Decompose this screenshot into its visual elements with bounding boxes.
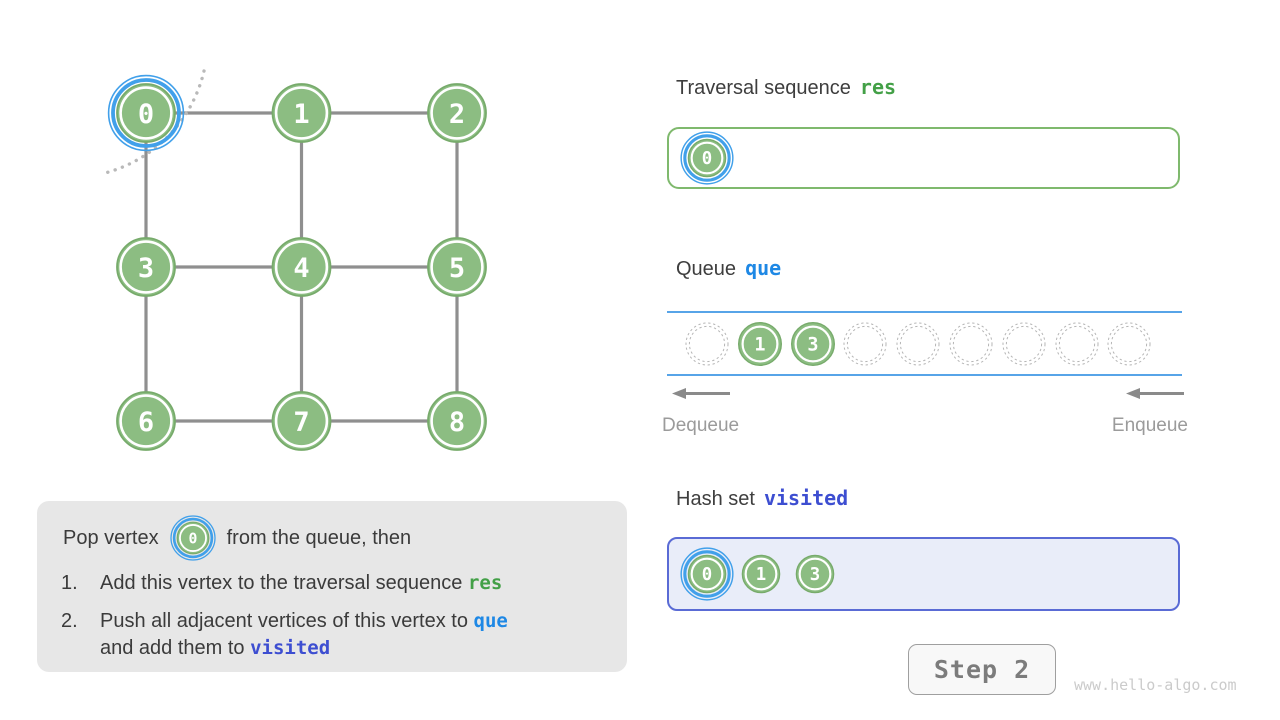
- visited-item-0: 0: [680, 547, 734, 601]
- visited-item-3: 3: [795, 554, 835, 594]
- visited-item-1: 1: [741, 554, 781, 594]
- graph-vertex-7: 7: [271, 391, 332, 451]
- intro-text-before: Pop vertex: [63, 526, 159, 549]
- svg-text:3: 3: [807, 334, 818, 355]
- graph-vertex-2: 2: [427, 83, 487, 143]
- visited-box: 0 1 3: [667, 537, 1180, 611]
- step-number: 2.: [61, 610, 78, 632]
- queue-slot-empty-6: [1002, 322, 1046, 365]
- code-token-res: res: [467, 572, 503, 594]
- svg-text:5: 5: [449, 253, 465, 284]
- explanation-step-1: 1. Add this vertex to the traversal seque…: [61, 570, 627, 597]
- svg-text:1: 1: [756, 565, 766, 585]
- queue-code-token: que: [745, 256, 782, 280]
- graph-vertex-1: 1: [271, 83, 332, 143]
- code-token-visited: visited: [250, 637, 331, 659]
- res-item-0: 0: [680, 131, 734, 185]
- graph-vertex-8: 8: [427, 391, 487, 451]
- explanation-steps: 1. Add this vertex to the traversal seque…: [37, 570, 627, 662]
- graph-vertex-3: 3: [116, 237, 176, 297]
- enqueue-label: Enqueue: [1111, 415, 1188, 436]
- step-button[interactable]: Step 2: [908, 644, 1056, 695]
- step-text: Add this vertex to the traversal sequenc…: [100, 572, 503, 594]
- explanation-step-2: 2. Push all adjacent vertices of this ver…: [61, 608, 627, 662]
- visited-section-title: Hash set visited: [676, 486, 848, 511]
- dequeue-label: Dequeue: [662, 415, 740, 436]
- res-title-text: Traversal sequence: [676, 77, 851, 99]
- dequeue-arrow-icon: [672, 388, 730, 399]
- queue-slot-empty-4: [896, 322, 940, 365]
- svg-text:8: 8: [449, 407, 465, 438]
- intro-text-after: from the queue, then: [226, 526, 412, 549]
- queue-slot-empty-7: [1055, 322, 1099, 365]
- queue-slot-empty-3: [843, 322, 887, 365]
- svg-text:3: 3: [138, 253, 154, 284]
- graph-vertex-5: 5: [427, 237, 487, 297]
- graph-vertex-6: 6: [116, 391, 176, 451]
- explanation-box: Pop vertex 0 from the queue, then 1. Add …: [37, 501, 627, 672]
- visited-title-text: Hash set: [676, 488, 755, 510]
- queue-slot-empty-5: [949, 322, 993, 365]
- dequeue-indicator: Dequeue: [662, 386, 758, 437]
- res-box: 0: [667, 127, 1180, 189]
- queue-slot-1: 1: [737, 321, 782, 366]
- step-text: Push all adjacent vertices of this verte…: [100, 610, 508, 659]
- res-code-token: res: [859, 75, 897, 99]
- code-token-que: que: [473, 610, 508, 632]
- svg-text:6: 6: [138, 407, 154, 438]
- svg-text:2: 2: [449, 99, 465, 130]
- queue-slot-empty-8: [1107, 322, 1151, 365]
- queue-section-title: Queue que: [676, 256, 781, 281]
- queue-slot-empty-0: [685, 322, 729, 365]
- visited-code-token: visited: [763, 486, 849, 510]
- svg-text:4: 4: [293, 253, 309, 284]
- svg-text:1: 1: [293, 99, 309, 130]
- svg-text:0: 0: [188, 530, 197, 547]
- graph-vertex-0: 0: [107, 74, 185, 152]
- watermark: www.hello-algo.com: [1074, 676, 1237, 694]
- svg-text:0: 0: [702, 149, 712, 169]
- queue-slot-3: 3: [790, 321, 835, 366]
- svg-text:0: 0: [702, 565, 712, 585]
- svg-text:1: 1: [754, 334, 765, 355]
- res-section-title: Traversal sequence res: [676, 75, 896, 100]
- svg-text:7: 7: [293, 407, 309, 438]
- queue-title-text: Queue: [676, 258, 737, 280]
- step-number: 1.: [61, 572, 78, 594]
- graph-vertex-4: 4: [271, 237, 332, 297]
- graph-canvas: 0 1 2 3 4 5 6 7 8: [99, 69, 487, 451]
- svg-text:3: 3: [810, 565, 820, 585]
- popped-vertex-badge-circle: 0: [169, 515, 216, 561]
- enqueue-arrow-icon: [1126, 388, 1184, 399]
- step-button-label: Step 2: [933, 655, 1031, 684]
- enqueue-indicator: Enqueue: [1094, 386, 1188, 437]
- explanation-intro: Pop vertex 0 from the queue, then: [37, 501, 627, 561]
- svg-text:0: 0: [138, 99, 154, 130]
- popped-vertex-badge: 0: [169, 515, 216, 561]
